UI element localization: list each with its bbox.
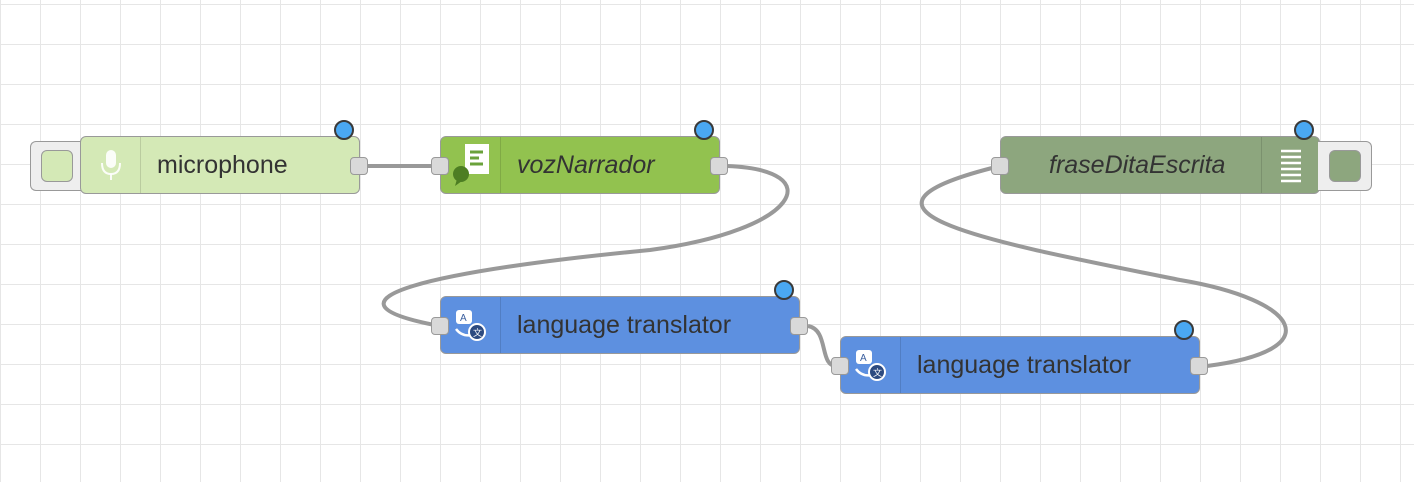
status-dot (1294, 120, 1314, 140)
output-port[interactable] (710, 157, 728, 175)
node-translator-2[interactable]: A 文 language translator (840, 336, 1200, 394)
debug-toggle-button[interactable] (1318, 141, 1372, 191)
status-dot (774, 280, 794, 300)
output-port[interactable] (1190, 357, 1208, 375)
node-label: vozNarrador (517, 150, 655, 179)
status-dot (694, 120, 714, 140)
list-icon (1261, 137, 1319, 193)
translate-icon: A 文 (841, 337, 901, 393)
status-dot (334, 120, 354, 140)
node-label: language translator (917, 350, 1132, 379)
node-label: microphone (157, 150, 288, 179)
input-port[interactable] (431, 317, 449, 335)
node-translator-1[interactable]: A 文 language translator (440, 296, 800, 354)
output-port[interactable] (790, 317, 808, 335)
microphone-icon (81, 137, 141, 193)
input-port[interactable] (991, 157, 1009, 175)
microphone-trigger-button[interactable] (30, 141, 82, 191)
text-to-speech-icon (441, 137, 501, 193)
svg-text:A: A (460, 313, 467, 324)
node-frasedita[interactable]: fraseDitaEscrita (1000, 136, 1320, 194)
svg-text:文: 文 (473, 327, 482, 338)
input-port[interactable] (431, 157, 449, 175)
status-dot (1174, 320, 1194, 340)
node-voznarrador[interactable]: vozNarrador (440, 136, 720, 194)
node-label: language translator (517, 310, 732, 339)
input-port[interactable] (831, 357, 849, 375)
translate-icon: A 文 (441, 297, 501, 353)
svg-text:A: A (860, 353, 867, 364)
node-microphone[interactable]: microphone (80, 136, 360, 194)
output-port[interactable] (350, 157, 368, 175)
svg-text:文: 文 (873, 367, 882, 378)
node-label: fraseDitaEscrita (1049, 150, 1226, 179)
